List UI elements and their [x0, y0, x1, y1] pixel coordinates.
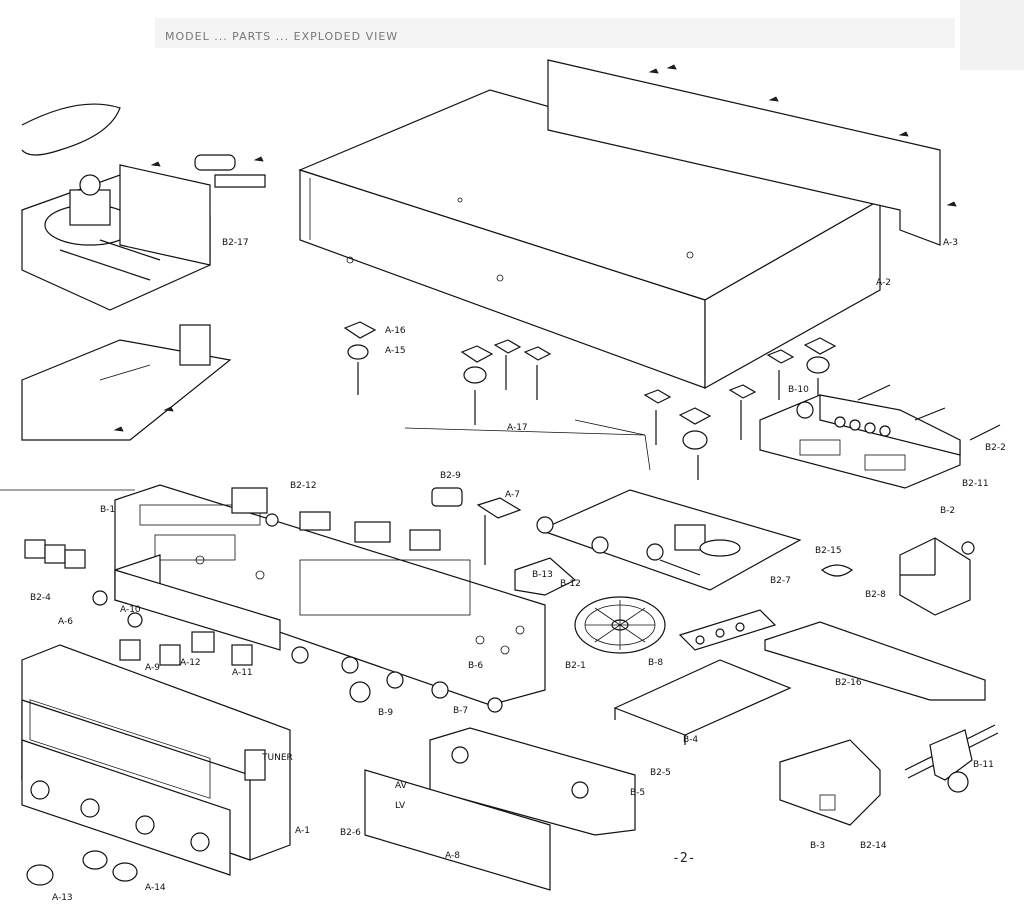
label-b2-7: B2-7 [770, 576, 791, 586]
label-a16: A-16 [385, 326, 406, 336]
label-a14: A-14 [145, 883, 166, 893]
label-a17: A-17 [507, 423, 528, 433]
transformer-b2-8 [899, 537, 975, 616]
parts-b2-4 [24, 539, 86, 569]
label-b2-15: B2-15 [815, 546, 842, 556]
label-b1: B-1 [100, 505, 115, 515]
knobs [26, 850, 138, 886]
label-b9: B-9 [378, 708, 393, 718]
label-b2-6: B2-6 [340, 828, 361, 838]
label-b2-2: B2-2 [985, 443, 1006, 453]
label-a13: A-13 [52, 893, 73, 903]
rotary-knobs [291, 646, 503, 713]
terminal-strip [678, 609, 777, 651]
bracket-a7 [476, 497, 577, 596]
label-a2: A-2 [876, 278, 891, 288]
feet-assembly [343, 321, 837, 480]
label-b2-14: B2-14 [860, 841, 887, 851]
label-a6: A-6 [58, 617, 73, 627]
label-tuner: TUNER [261, 753, 293, 763]
label-b10: B-10 [788, 385, 809, 395]
label-a11: A-11 [232, 668, 253, 678]
panel-a8 [364, 769, 551, 891]
cabinet-a2 [298, 89, 882, 390]
bracket-b3 [779, 739, 881, 826]
tape-mechanism [21, 103, 266, 311]
label-b2-16: B2-16 [835, 678, 862, 688]
small-knobs [92, 590, 253, 666]
label-b2-4: B2-4 [30, 593, 51, 603]
label-a3: A-3 [943, 238, 958, 248]
label-b13: B-13 [532, 570, 553, 580]
label-lv: LV [395, 801, 406, 811]
reel-b8 [574, 596, 666, 654]
main-circuit-board [536, 489, 802, 591]
label-b2-17: B2-17 [222, 238, 249, 248]
header-band: MODEL ... PARTS ... EXPLODED VIEW [155, 0, 1024, 70]
label-b8: B-8 [648, 658, 663, 668]
label-b2-12: B2-12 [290, 481, 317, 491]
label-b11: B-11 [973, 760, 994, 770]
label-b2: B-2 [940, 506, 955, 516]
label-a8: A-8 [445, 851, 460, 861]
sub-chassis-left [21, 324, 232, 441]
jack-plate [759, 384, 1001, 489]
label-b4: B-4 [683, 735, 698, 745]
label-b2-9: B2-9 [440, 471, 461, 481]
switch-block [231, 487, 463, 551]
label-b6: B-6 [468, 661, 483, 671]
bracket-b2-16 [764, 621, 986, 701]
label-av: AV [395, 781, 408, 791]
leader-lines [0, 419, 651, 491]
label-b2-11: B2-11 [962, 479, 989, 489]
front-panel-a1 [21, 644, 291, 876]
rear-panel-a3 [547, 59, 957, 246]
label-a10: A-10 [120, 605, 141, 615]
label-b3: B-3 [810, 841, 825, 851]
label-b2-1: B2-1 [565, 661, 586, 671]
label-a7: A-7 [505, 490, 520, 500]
label-b7: B-7 [453, 706, 468, 716]
lamp-b2-15 [820, 564, 854, 577]
header-title: MODEL ... PARTS ... EXPLODED VIEW [165, 30, 398, 43]
label-a15: A-15 [385, 346, 406, 356]
label-a12: A-12 [180, 658, 201, 668]
label-a1: A-1 [295, 826, 310, 836]
label-b5: B-5 [630, 788, 645, 798]
label-b2-5: B2-5 [650, 768, 671, 778]
shaft-b11 [904, 724, 999, 793]
label-b2-8: B2-8 [865, 590, 886, 600]
part-labels: A-1 A-2 A-3 A-6 A-7 A-8 A-9 A-10 A-11 A-… [30, 238, 1006, 903]
label-b12: B-12 [560, 579, 581, 589]
label-a9: A-9 [145, 663, 160, 673]
bracket-b4 [613, 659, 792, 745]
page-number: -2- [672, 851, 695, 866]
main-chassis-b1 [114, 484, 546, 706]
